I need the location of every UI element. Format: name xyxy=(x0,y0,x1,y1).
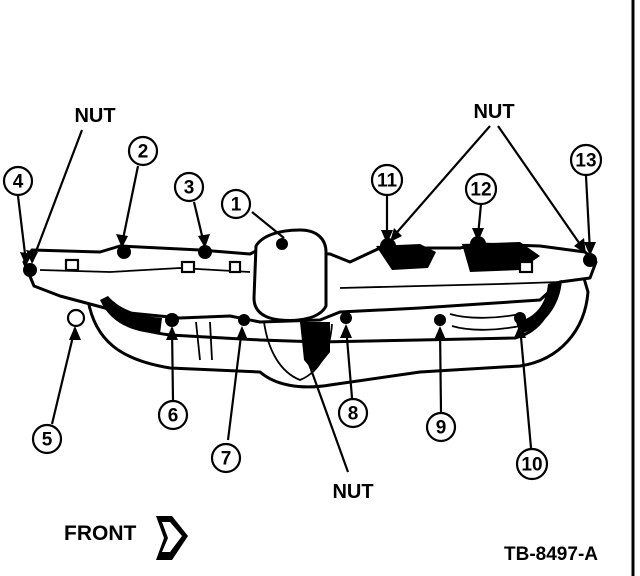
arrowhead xyxy=(584,242,596,256)
lower-detail-2 xyxy=(449,313,521,331)
arrowhead xyxy=(236,326,248,340)
svg-text:12: 12 xyxy=(470,180,491,201)
reference-code: TB-8497-A xyxy=(504,544,598,565)
leader-lines xyxy=(16,125,592,473)
callout-1: 1 xyxy=(220,188,252,220)
nut-4 xyxy=(23,263,37,277)
arrowhead xyxy=(198,234,210,248)
callout-9: 9 xyxy=(425,411,457,443)
bolt-10 xyxy=(514,312,526,324)
port-hole xyxy=(64,258,80,272)
arrowheads xyxy=(20,228,596,340)
svg-text:7: 7 xyxy=(221,449,232,470)
svg-text:4: 4 xyxy=(13,172,24,193)
bolt-5 xyxy=(66,308,86,328)
callout-13: 13 xyxy=(569,143,603,177)
callout-3: 3 xyxy=(173,171,205,203)
nut-2 xyxy=(117,245,131,259)
bolt-6 xyxy=(165,313,179,327)
leader-5 xyxy=(50,327,77,425)
svg-text:5: 5 xyxy=(42,430,53,451)
exhaust-manifold xyxy=(22,228,598,389)
svg-text:10: 10 xyxy=(521,455,542,476)
callout-12: 12 xyxy=(464,172,498,206)
leader-nut-left xyxy=(30,129,84,263)
leader-13 xyxy=(584,175,592,253)
nut-11 xyxy=(380,238,396,254)
callout-7: 7 xyxy=(210,442,242,474)
nut-3 xyxy=(198,245,212,259)
leader-nut-right-a xyxy=(391,125,491,239)
bolt-9 xyxy=(434,314,446,326)
flange-inner-line-right xyxy=(339,281,561,289)
arrowhead xyxy=(390,228,402,242)
callout-4: 4 xyxy=(2,165,34,197)
bolt-8 xyxy=(340,312,352,324)
arrowhead xyxy=(381,230,393,244)
callout-8: 8 xyxy=(337,397,369,429)
arrowhead xyxy=(69,326,81,340)
port-hole xyxy=(180,260,196,274)
callout-10: 10 xyxy=(515,447,549,481)
leader-nut-right-b xyxy=(497,125,585,251)
callouts: 1 2 3 4 5 6 7 8 xyxy=(2,135,603,481)
arrowhead xyxy=(116,234,128,248)
svg-text:3: 3 xyxy=(184,178,195,199)
nut-13 xyxy=(583,253,597,267)
leader-nut-bottom xyxy=(302,349,350,473)
runner-shadow-2 xyxy=(516,280,562,334)
arrowhead xyxy=(574,238,586,254)
arrowhead xyxy=(472,228,484,242)
arrowhead xyxy=(434,326,446,340)
nut-label-left: NUT xyxy=(74,105,115,127)
arrowhead xyxy=(166,326,178,340)
arrowhead xyxy=(26,250,38,264)
front-label: FRONT xyxy=(64,522,136,545)
nut-1 xyxy=(276,238,288,250)
svg-text:11: 11 xyxy=(377,171,398,192)
lower-detail-1 xyxy=(195,321,213,361)
center-outlet xyxy=(252,228,328,322)
port-holes xyxy=(64,258,534,274)
bolt-7 xyxy=(238,314,250,326)
leader-9 xyxy=(438,327,443,413)
callout-5: 5 xyxy=(31,423,63,455)
svg-text:13: 13 xyxy=(575,151,596,172)
arrowhead xyxy=(340,324,352,338)
nut-label-bottom: NUT xyxy=(332,481,373,503)
bolt-group xyxy=(66,308,526,328)
runner-shadow-1 xyxy=(100,296,162,334)
nut-group xyxy=(23,236,597,277)
leader-2 xyxy=(120,165,140,245)
callout-6: 6 xyxy=(157,399,189,431)
callout-11: 11 xyxy=(370,163,404,197)
port-hole xyxy=(228,260,242,274)
port-hole xyxy=(518,260,534,274)
arrowhead xyxy=(514,324,526,338)
leader-1 xyxy=(251,211,285,239)
leader-7 xyxy=(226,327,244,441)
leader-10 xyxy=(518,325,533,449)
front-indicator: FRONT xyxy=(64,516,188,560)
callout-2: 2 xyxy=(127,135,159,167)
svg-text:2: 2 xyxy=(138,142,149,163)
leader-4 xyxy=(16,195,28,263)
nut-12 xyxy=(470,236,486,252)
nut-label-right: NUT xyxy=(473,101,514,123)
svg-text:8: 8 xyxy=(348,404,359,425)
svg-text:1: 1 xyxy=(231,195,242,216)
front-arrow-highlight xyxy=(162,522,182,552)
svg-text:6: 6 xyxy=(168,406,179,427)
svg-text:9: 9 xyxy=(436,418,447,439)
